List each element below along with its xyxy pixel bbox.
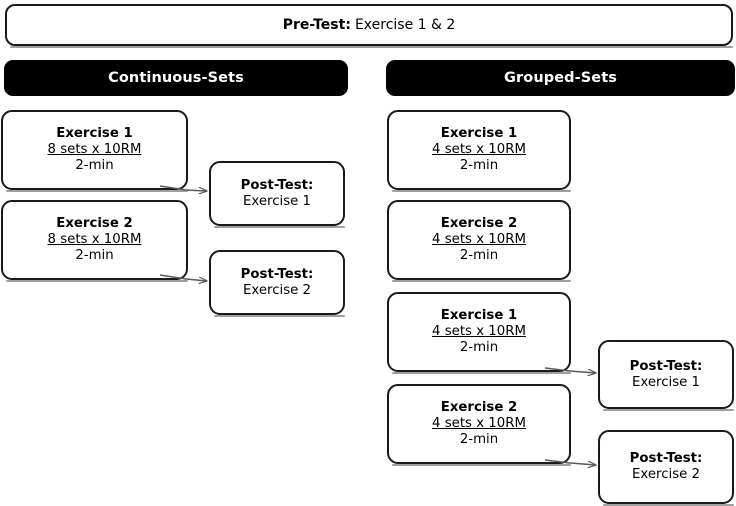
pre-test-label: Pre-Test: bbox=[282, 16, 351, 33]
exercise-dose: 4 sets x 10RM bbox=[432, 142, 526, 158]
grouped-exercise-1-box: Exercise 1 4 sets x 10RM 2-min bbox=[387, 110, 571, 192]
post-test-label: Post-Test: bbox=[240, 177, 314, 193]
post-test-detail: Exercise 2 bbox=[242, 282, 312, 298]
exercise-title: Exercise 2 bbox=[440, 216, 518, 232]
exercise-rest: 2-min bbox=[75, 247, 114, 263]
banner-grouped-sets: Grouped-Sets bbox=[386, 60, 735, 96]
exercise-dose: 4 sets x 10RM bbox=[432, 324, 526, 340]
banner-grouped-sets-label: Grouped-Sets bbox=[504, 70, 617, 86]
post-test-detail: Exercise 2 bbox=[631, 467, 701, 482]
grouped-exercise-3-box: Exercise 1 4 sets x 10RM 2-min bbox=[387, 292, 571, 374]
exercise-title: Exercise 1 bbox=[56, 126, 133, 142]
exercise-title: Exercise 2 bbox=[440, 400, 518, 416]
continuous-exercise-1-box: Exercise 1 8 sets x 10RM 2-min bbox=[1, 110, 188, 192]
banner-continuous-sets: Continuous-Sets bbox=[4, 60, 348, 96]
exercise-title: Exercise 2 bbox=[56, 216, 133, 232]
exercise-title: Exercise 1 bbox=[440, 126, 518, 142]
post-test-label: Post-Test: bbox=[629, 358, 703, 374]
exercise-title: Exercise 1 bbox=[440, 308, 518, 324]
pre-test-detail: Exercise 1 & 2 bbox=[354, 16, 456, 33]
exercise-rest: 2-min bbox=[75, 157, 114, 173]
grouped-exercise-4-box: Exercise 2 4 sets x 10RM 2-min bbox=[387, 384, 571, 466]
post-test-label: Post-Test: bbox=[629, 451, 703, 467]
exercise-dose: 4 sets x 10RM bbox=[432, 232, 526, 248]
grouped-exercise-2-box: Exercise 2 4 sets x 10RM 2-min bbox=[387, 200, 571, 282]
continuous-exercise-2-box: Exercise 2 8 sets x 10RM 2-min bbox=[1, 200, 188, 282]
pre-test-box: Pre-Test: Exercise 1 & 2 bbox=[5, 4, 733, 48]
exercise-dose: 8 sets x 10RM bbox=[47, 232, 142, 248]
exercise-rest: 2-min bbox=[459, 157, 499, 173]
grouped-post-test-1-box: Post-Test: Exercise 1 bbox=[598, 340, 734, 411]
exercise-rest: 2-min bbox=[459, 247, 499, 263]
post-test-label: Post-Test: bbox=[240, 266, 314, 282]
grouped-post-test-2-box: Post-Test: Exercise 2 bbox=[598, 430, 734, 506]
banner-continuous-sets-label: Continuous-Sets bbox=[108, 70, 244, 86]
post-test-detail: Exercise 1 bbox=[631, 374, 701, 390]
continuous-post-test-2-box: Post-Test: Exercise 2 bbox=[209, 250, 345, 317]
exercise-rest: 2-min bbox=[459, 339, 499, 355]
exercise-rest: 2-min bbox=[459, 431, 499, 447]
post-test-detail: Exercise 1 bbox=[242, 193, 312, 209]
exercise-dose: 8 sets x 10RM bbox=[47, 142, 142, 158]
continuous-post-test-1-box: Post-Test: Exercise 1 bbox=[209, 161, 345, 228]
exercise-dose: 4 sets x 10RM bbox=[432, 416, 526, 432]
